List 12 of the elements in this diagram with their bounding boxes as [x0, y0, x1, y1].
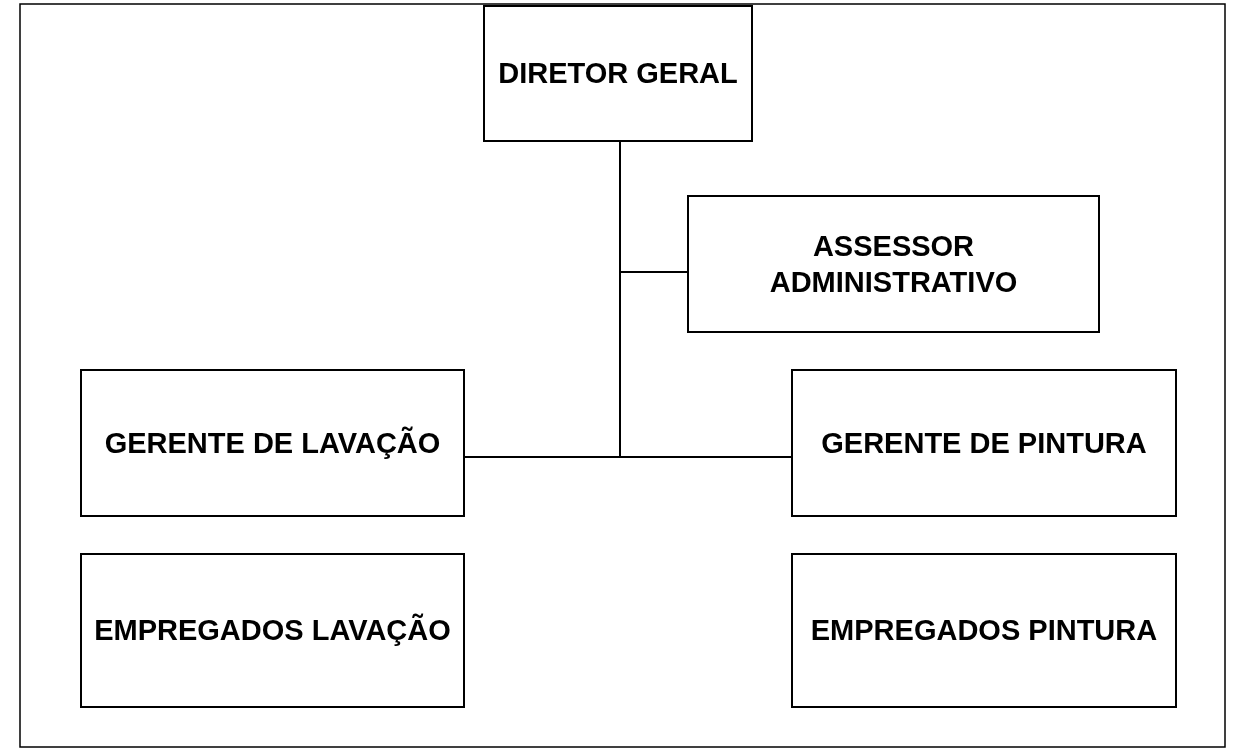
org-box	[80, 369, 465, 517]
org-box	[791, 369, 1177, 517]
org-box	[80, 553, 465, 708]
box-label: DIRETOR GERAL	[498, 56, 738, 92]
org-box	[483, 5, 753, 142]
box-label: ASSESSOR ADMINISTRATIVO	[768, 228, 1019, 300]
org-box	[687, 195, 1100, 333]
box-label: GERENTE DE PINTURA	[821, 425, 1147, 461]
org-box	[791, 553, 1177, 708]
box-label: EMPREGADOS LAVAÇÃO	[94, 612, 451, 649]
box-label: GERENTE DE LAVAÇÃO	[104, 425, 441, 461]
box-label: EMPREGADOS PINTURA	[810, 613, 1158, 649]
